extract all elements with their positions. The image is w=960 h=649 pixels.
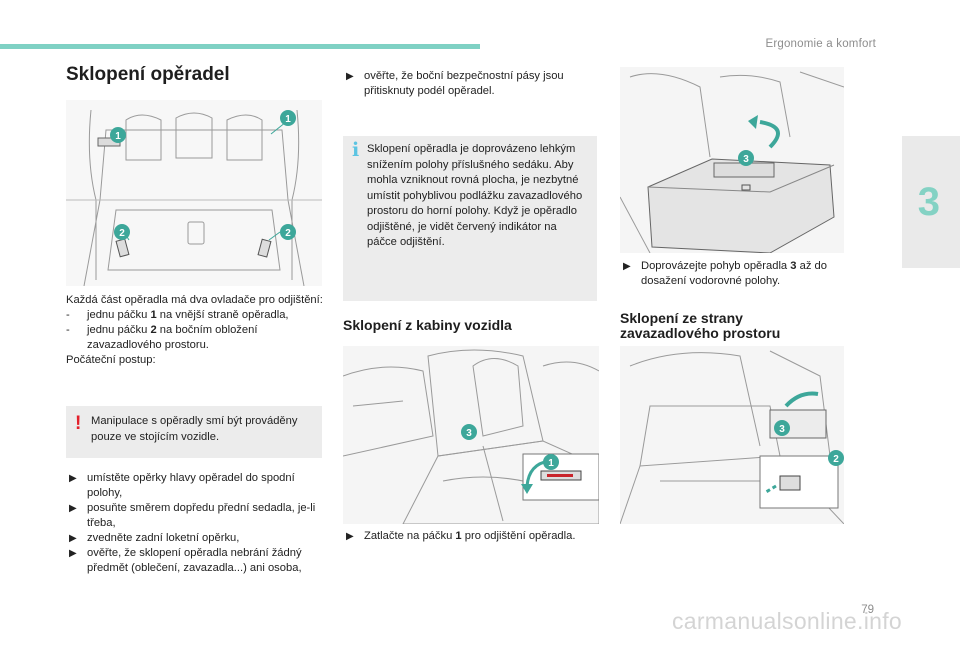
info-note: i Sklopení opěradla je doprovázeno lehký… xyxy=(343,136,597,301)
warning-icon: ! xyxy=(75,413,82,434)
push-lever-step: ▶Zatlačte na páčku 1 pro odjištění opěra… xyxy=(343,529,601,544)
cabin-illustration: 3 1 xyxy=(343,346,599,524)
callout-1b: 1 xyxy=(285,114,291,125)
controls-description: Každá část opěradla má dva ovladače pro … xyxy=(66,293,324,368)
callout-3: 3 xyxy=(466,428,472,439)
arrow-bullet-icon: ▶ xyxy=(69,533,77,544)
step-item: ▶Zatlačte na páčku 1 pro odjištění opěra… xyxy=(346,530,576,542)
page-number: 79 xyxy=(861,604,874,616)
trunk-illustration: 1 1 2 2 xyxy=(66,100,322,286)
arrow-bullet-icon: ▶ xyxy=(69,503,77,514)
chapter-number: 3 xyxy=(917,180,940,224)
arrow-bullet-icon: ▶ xyxy=(346,71,354,82)
step-item: ▶zvedněte zadní loketní opěrku, xyxy=(69,532,240,544)
subtitle-from-trunk: Sklopení ze strany zavazadlového prostor… xyxy=(620,310,781,341)
preparation-steps: ▶umístěte opěrky hlavy opěradel do spodn… xyxy=(66,471,326,576)
callout-3-folded: 3 xyxy=(743,154,749,165)
arrow-bullet-icon: ▶ xyxy=(69,548,77,559)
step-item: ▶umístěte opěrky hlavy opěradel do spodn… xyxy=(69,472,295,499)
callout-2b: 2 xyxy=(285,228,291,239)
initial-procedure-label: Počáteční postup: xyxy=(66,354,156,366)
figure-folded-seat: 3 xyxy=(620,67,844,253)
dash-item: -jednu páčku 1 na vnější straně opěradla… xyxy=(66,309,289,321)
callout-2a: 2 xyxy=(119,228,125,239)
warning-note: ! Manipulace s opěradly smí být prováděn… xyxy=(66,406,322,458)
step-item: ▶posuňte směrem dopředu přední sedadla, … xyxy=(69,502,316,529)
figure-trunk-side: 3 2 xyxy=(620,346,844,524)
arrow-bullet-icon: ▶ xyxy=(623,261,631,272)
step-item: ▶ověřte, že boční bezpečnostní pásy jsou… xyxy=(346,70,564,97)
figure-trunk-rear: 1 1 2 2 xyxy=(66,100,322,286)
chapter-tab xyxy=(902,136,960,268)
figure-cabin-seat: 3 1 xyxy=(343,346,599,524)
folded-seat-illustration: 3 xyxy=(620,67,844,253)
belt-check: ▶ověřte, že boční bezpečnostní pásy jsou… xyxy=(343,69,599,99)
trunk-side-illustration: 3 2 xyxy=(620,346,844,524)
callout-1a: 1 xyxy=(115,131,121,142)
guide-movement-step: ▶Doprovázejte pohyb opěradla 3 až do dos… xyxy=(620,259,860,289)
callout-1: 1 xyxy=(548,458,554,469)
watermark: carmanualsonline.info xyxy=(671,608,902,634)
info-icon: i xyxy=(352,139,360,161)
subtitle-from-cabin: Sklopení z kabiny vozidla xyxy=(343,317,512,333)
header-accent-bar xyxy=(0,44,480,49)
step-item: ▶ověřte, že sklopení opěradla nebrání žá… xyxy=(69,547,302,574)
step-item: ▶Doprovázejte pohyb opěradla 3 až do dos… xyxy=(623,260,827,287)
intro-text: Každá část opěradla má dva ovladače pro … xyxy=(66,294,323,306)
arrow-bullet-icon: ▶ xyxy=(69,473,77,484)
page-title: Sklopení opěradel xyxy=(66,64,230,85)
dash-item: -jednu páčku 2 na bočním obložení zavaza… xyxy=(66,324,258,351)
callout-3-trunk: 3 xyxy=(779,424,785,435)
callout-2-trunk: 2 xyxy=(833,454,839,465)
arrow-bullet-icon: ▶ xyxy=(346,531,354,542)
section-title: Ergonomie a komfort xyxy=(765,38,876,50)
